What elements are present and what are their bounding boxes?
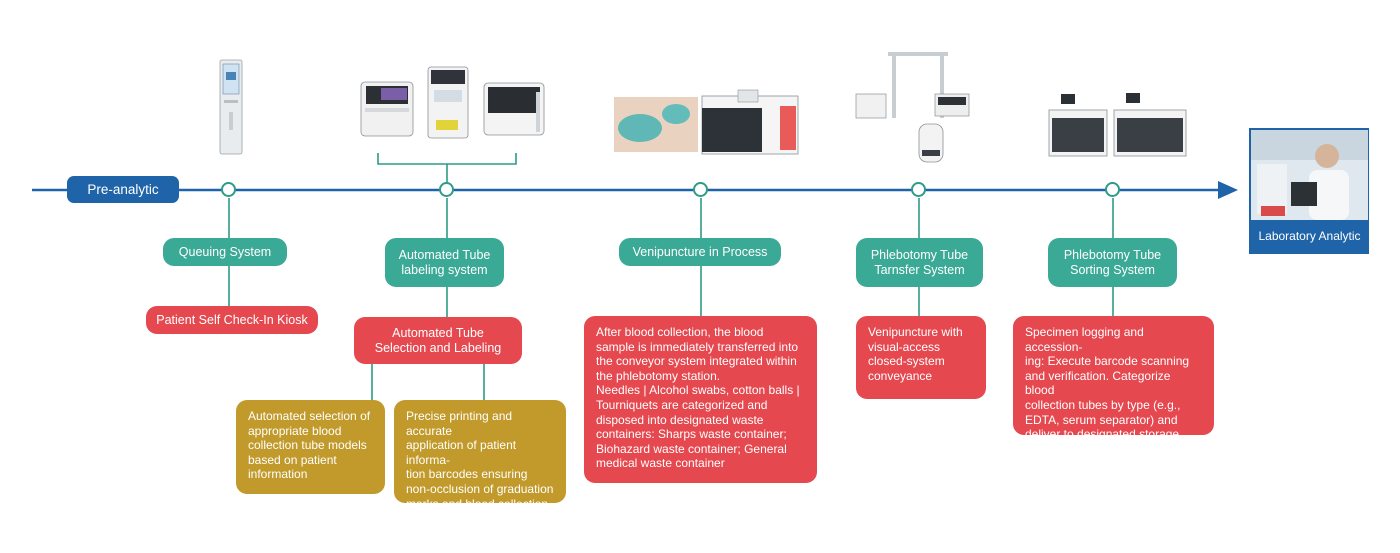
stage-title-queuing: Queuing System <box>163 238 287 266</box>
timeline-arrowhead <box>1218 181 1238 199</box>
tube-sorting-machines-icon <box>1048 93 1187 157</box>
kiosk-icon <box>219 59 243 155</box>
detail-transfer: Venipuncture with visual-access closed-s… <box>856 316 986 399</box>
pre-analytic-label: Pre-analytic <box>67 176 179 203</box>
sub-detail-barcode-printing: Precise printing and accurate applicatio… <box>394 400 566 540</box>
detail-queuing: Patient Self Check-In Kiosk <box>146 306 318 334</box>
stage-title-labeling: Automated Tube labeling system <box>385 238 504 287</box>
stage-title-sorting: Phlebotomy Tube Sorting System <box>1048 238 1177 287</box>
timeline-node-queuing <box>221 182 236 197</box>
detail-labeling: Automated Tube Selection and Labeling <box>354 317 522 364</box>
detail-venipuncture: After blood collection, the blood sample… <box>584 316 817 483</box>
timeline-node-venipuncture <box>693 182 708 197</box>
stage-title-transfer: Phlebotomy Tube Tarnsfer System <box>856 238 983 287</box>
tube-labeling-machines-icon <box>360 66 545 139</box>
stage-title-venipuncture: Venipuncture in Process <box>619 238 781 266</box>
timeline-node-transfer <box>911 182 926 197</box>
tube-transfer-robot-icon <box>855 52 970 163</box>
phlebotomy-station-icon <box>614 89 799 155</box>
timeline-node-labeling <box>439 182 454 197</box>
laboratory-photo <box>1251 130 1368 220</box>
timeline-node-sorting <box>1105 182 1120 197</box>
laboratory-analytic-label: Laboratory Analytic <box>1258 229 1361 243</box>
detail-sorting: Specimen logging and accession- ing: Exe… <box>1013 316 1214 456</box>
sub-detail-tube-selection: Automated selection of appropriate blood… <box>236 400 385 494</box>
